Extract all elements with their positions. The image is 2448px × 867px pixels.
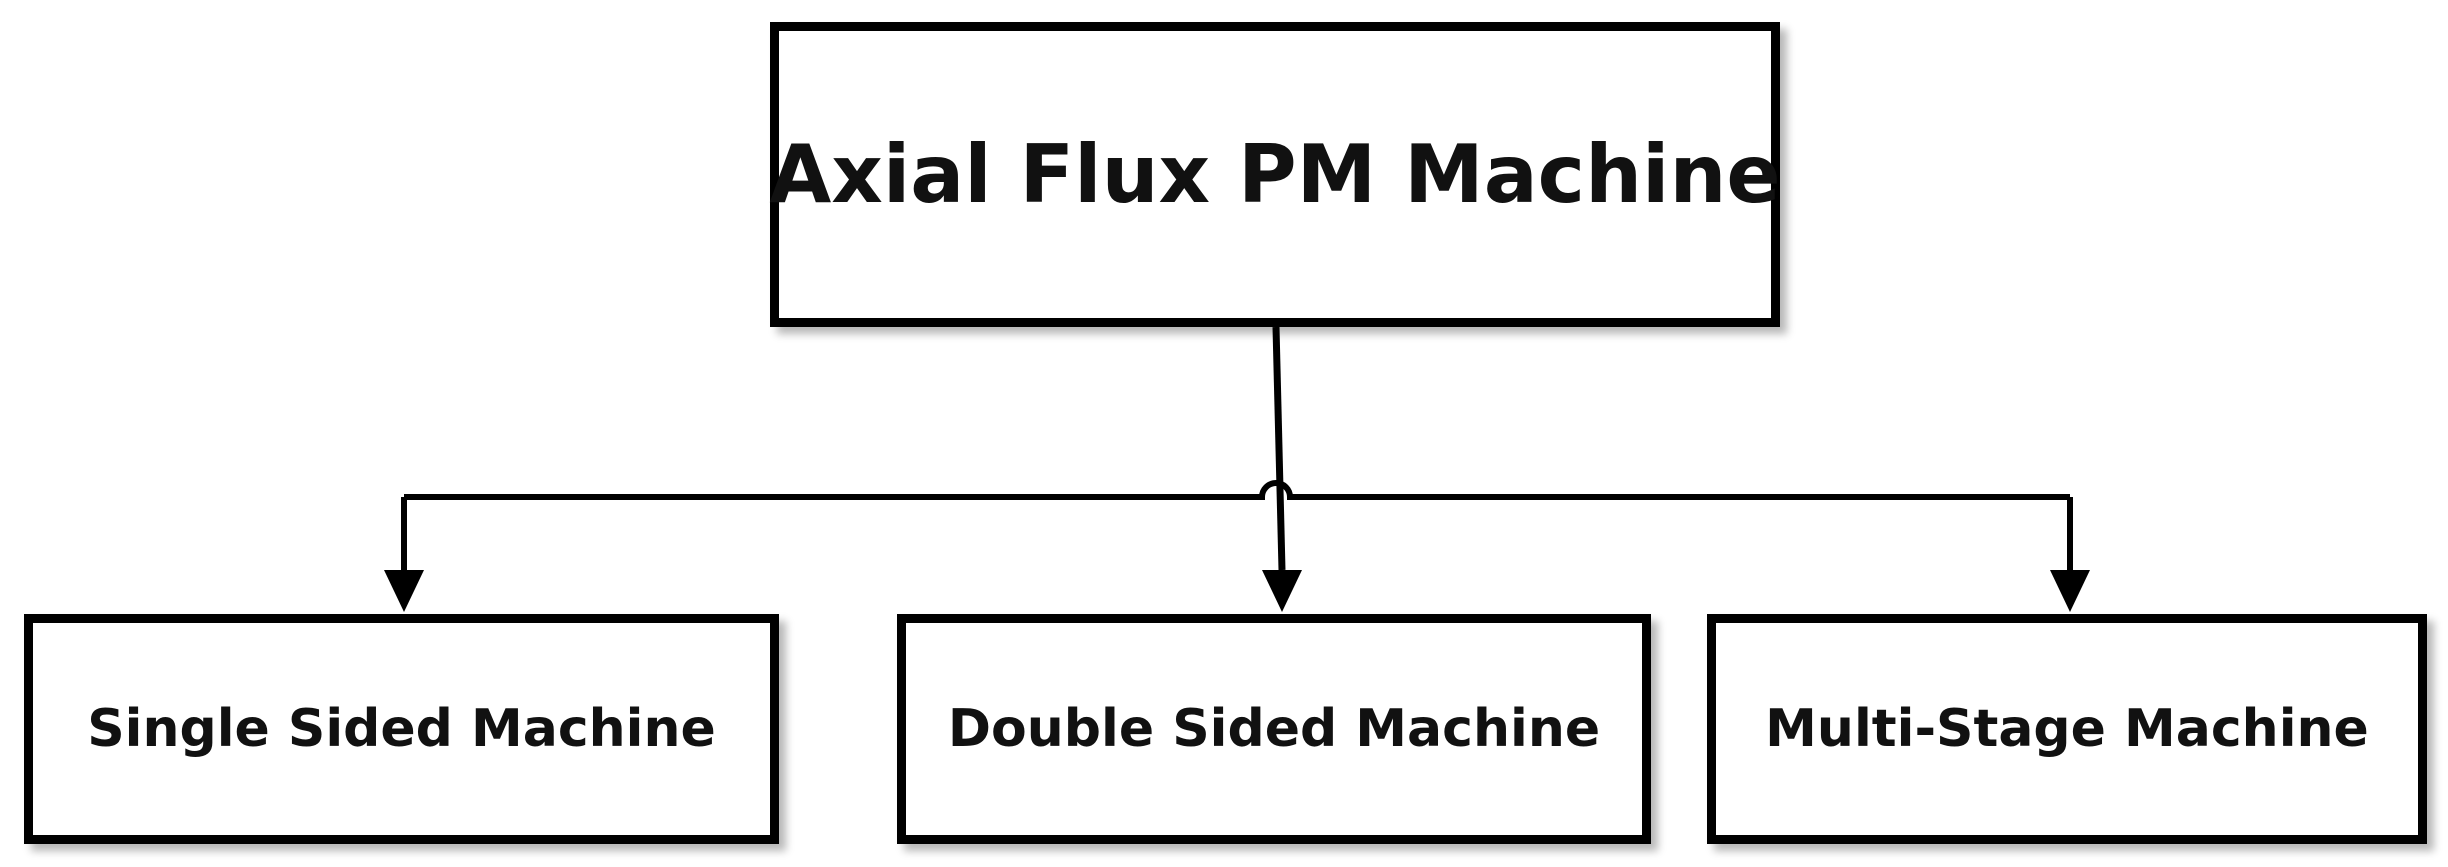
root-trunk-line: [1272, 326, 1286, 571]
arrowhead-left: [384, 570, 424, 612]
root-node-box: Axial Flux PM Machine: [769, 22, 1781, 327]
child-node-single-sided: Single Sided Machine: [24, 614, 779, 844]
arrowhead-right: [2050, 570, 2090, 612]
child-node-label: Single Sided Machine: [87, 699, 716, 759]
arrowhead-middle: [1262, 570, 1302, 612]
child-node-double-sided: Double Sided Machine: [897, 614, 1651, 844]
child-node-label: Double Sided Machine: [947, 699, 1601, 759]
root-node-label: Axial Flux PM Machine: [769, 128, 1781, 221]
child-node-label: Multi-Stage Machine: [1765, 699, 2369, 759]
child-node-multi-stage: Multi-Stage Machine: [1707, 614, 2427, 844]
horizontal-bus: [404, 480, 2070, 500]
